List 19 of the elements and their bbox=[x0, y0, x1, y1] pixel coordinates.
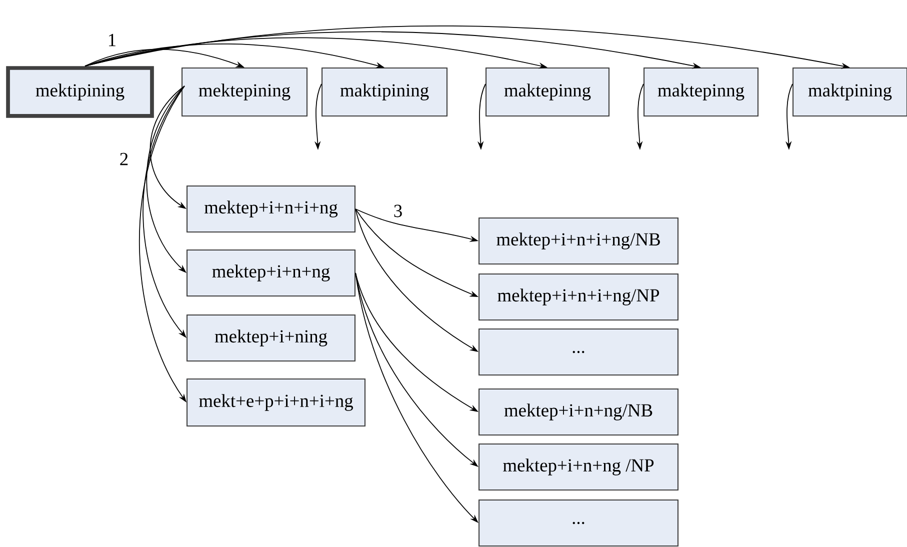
text-box: mektipining bbox=[6, 66, 154, 118]
text-box: maktipining bbox=[322, 67, 448, 117]
text-box: mektep+i+ning bbox=[186, 314, 356, 362]
text-box: mektep+i+n+ng/NB bbox=[478, 388, 679, 436]
step-number: 3 bbox=[394, 204, 402, 218]
text-box: maktepinng bbox=[643, 67, 759, 117]
text-box: mektep+i+n+ng /NP bbox=[478, 443, 679, 491]
text-box: mektepining bbox=[182, 67, 308, 117]
step-number: 1 bbox=[109, 34, 116, 46]
text-box: mekt+e+p+i+n+i+ng bbox=[186, 378, 366, 427]
text-box: mektep+i+n+i+ng/NP bbox=[478, 273, 679, 321]
step-number: 2 bbox=[120, 152, 128, 166]
text-box: ... bbox=[478, 499, 679, 547]
text-box: ... bbox=[478, 328, 679, 376]
text-box: mektep+i+n+ng bbox=[186, 249, 356, 297]
text-box: maktpining bbox=[792, 67, 907, 117]
text-box: mektep+i+n+i+ng/NB bbox=[478, 217, 679, 265]
text-box: maktepinng bbox=[485, 67, 610, 117]
text-box: mektep+i+n+i+ng bbox=[186, 185, 356, 233]
